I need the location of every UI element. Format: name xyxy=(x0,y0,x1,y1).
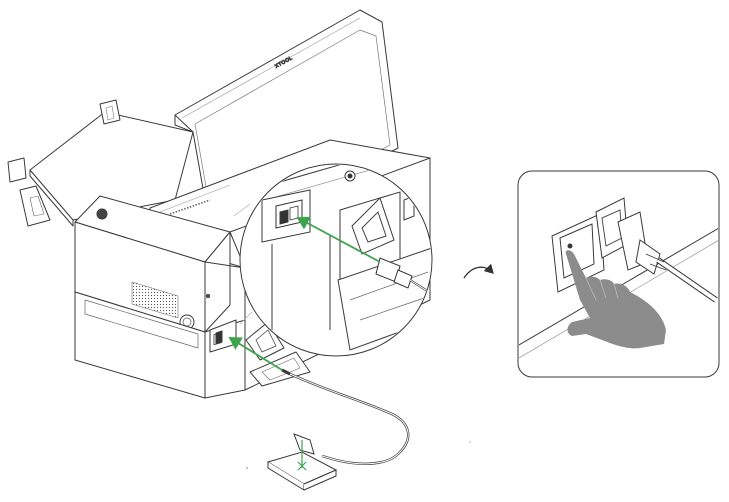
power-switch-zoom xyxy=(279,209,289,225)
module-knob-icon xyxy=(96,208,108,220)
hand-pressing-icon xyxy=(565,250,666,349)
switch-detail-panel xyxy=(517,170,720,378)
rear-port-area xyxy=(209,319,311,387)
power-switch-small xyxy=(215,330,223,345)
curved-arrow-icon xyxy=(463,263,494,279)
zoom-connection-arrow xyxy=(296,216,381,263)
side-panel xyxy=(7,99,194,227)
front-module xyxy=(74,195,231,333)
machine-connection-arrow xyxy=(228,337,283,371)
power-cable xyxy=(281,368,410,465)
vent-grille xyxy=(131,281,179,319)
wall-socket xyxy=(266,433,338,491)
rocker-switch xyxy=(559,223,595,279)
